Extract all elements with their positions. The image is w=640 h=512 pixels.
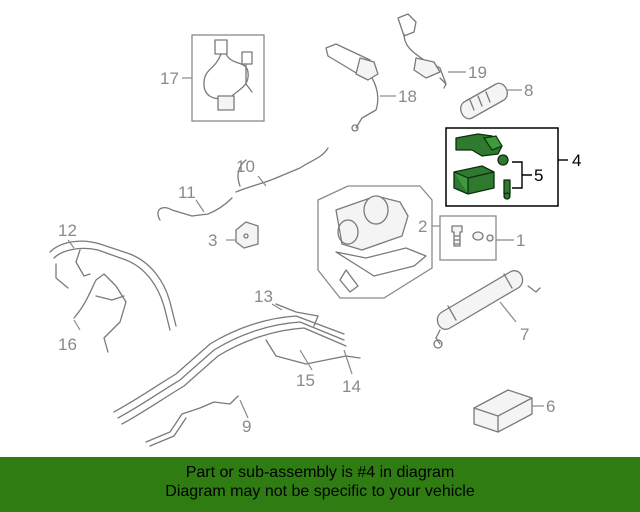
callout-8[interactable]: 8	[524, 81, 533, 100]
callout-7[interactable]: 7	[520, 325, 529, 344]
banner-line-disclaimer: Diagram may not be specific to your vehi…	[165, 483, 475, 500]
callout-13[interactable]: 13	[254, 287, 273, 306]
part-18-height-sensor[interactable]	[325, 43, 379, 132]
part-10-air-line[interactable]	[235, 147, 329, 193]
part-3-bracket[interactable]	[235, 221, 259, 249]
part-2-fitting[interactable]	[439, 215, 497, 261]
callout-17[interactable]: 17	[160, 69, 179, 88]
banner-line-part-note: Part or sub-assembly is #4 in diagram	[185, 464, 455, 481]
parts-diagram: 17 18 19 8 5 4 10	[49, 13, 581, 447]
callout-10[interactable]: 10	[236, 157, 255, 176]
callout-11[interactable]: 11	[178, 183, 196, 202]
callout-14[interactable]: 14	[342, 377, 361, 396]
callout-19[interactable]: 19	[468, 63, 487, 82]
callout-9[interactable]: 9	[242, 417, 251, 436]
info-banner: Part or sub-assembly is #4 in diagram Di…	[0, 457, 640, 512]
part-19-sensor[interactable]	[397, 13, 447, 89]
part-16-air-line[interactable]	[73, 273, 127, 353]
part-17-harness[interactable]	[191, 34, 265, 122]
callout-2[interactable]: 2	[418, 217, 427, 236]
callout-5[interactable]: 5	[534, 166, 543, 185]
callout-6[interactable]: 6	[546, 397, 555, 416]
callout-12[interactable]: 12	[58, 221, 77, 240]
part-4-valve-block-assembly[interactable]	[445, 127, 559, 207]
part-8-dryer[interactable]	[460, 82, 508, 120]
part-12-air-line[interactable]	[49, 240, 177, 331]
part-1-compressor[interactable]	[317, 185, 433, 299]
callout-3[interactable]: 3	[208, 231, 217, 250]
callout-1[interactable]: 1	[516, 231, 525, 250]
part-6-control-module[interactable]	[473, 389, 533, 433]
part-11-hose[interactable]	[157, 197, 233, 221]
callout-4[interactable]: 4	[572, 151, 581, 170]
part-7-reservoir[interactable]	[433, 270, 541, 349]
callout-18[interactable]: 18	[398, 87, 417, 106]
part-15-air-line-bundle[interactable]	[113, 315, 361, 425]
part-9-air-line[interactable]	[145, 395, 239, 447]
callout-15[interactable]: 15	[296, 371, 315, 390]
callout-16[interactable]: 16	[58, 335, 77, 354]
part-13-air-line[interactable]	[275, 303, 319, 327]
